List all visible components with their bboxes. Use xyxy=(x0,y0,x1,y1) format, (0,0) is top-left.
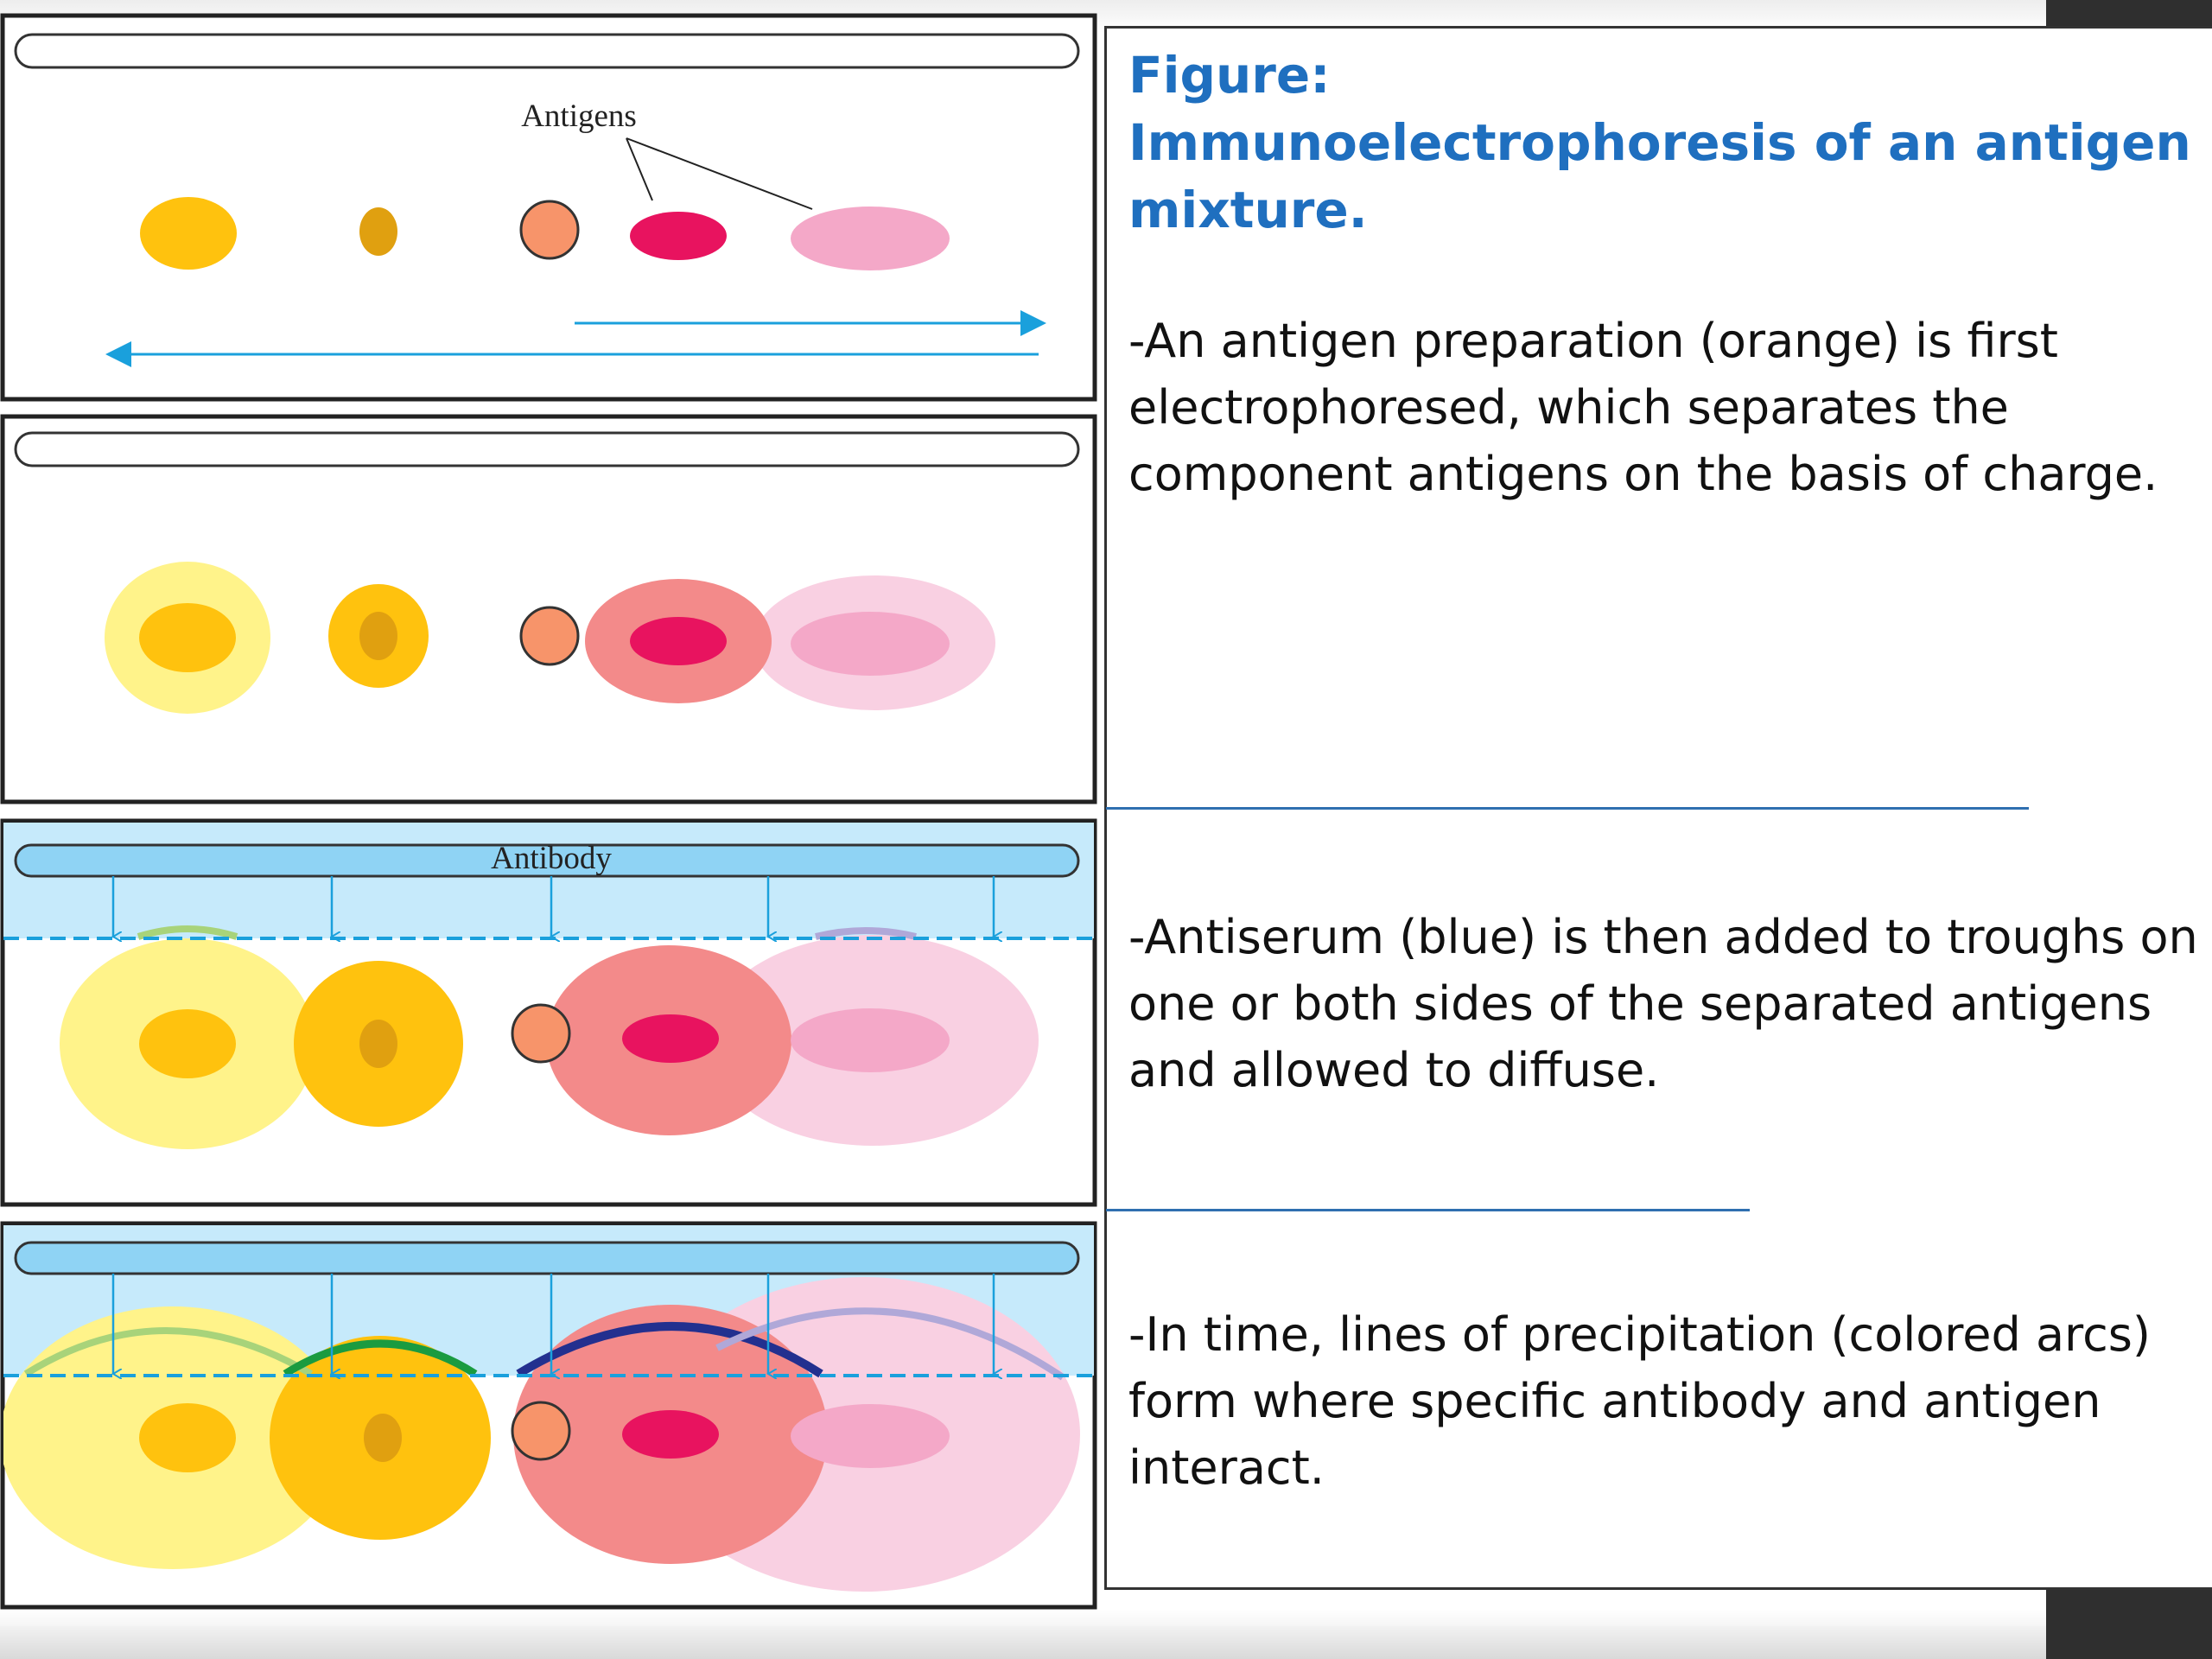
antibody-trough-4 xyxy=(14,1241,1080,1275)
step-2-description: -Antiserum (blue) is then added to troug… xyxy=(1128,910,2198,1097)
panel-separated-antigens xyxy=(0,414,1097,804)
empty-trough xyxy=(14,431,1080,467)
early-arc-lavender xyxy=(815,927,917,940)
slide-corner-bottom xyxy=(2046,1590,2212,1659)
antibody-diffusion-zone xyxy=(3,823,1094,938)
early-arc-green xyxy=(137,925,238,940)
antigen-spot-pink-4 xyxy=(791,1404,950,1468)
antigen-spot-yellow xyxy=(140,197,237,270)
precipitation-arc-lavender xyxy=(715,1307,1065,1381)
antigen-spot-pink-2 xyxy=(791,612,950,676)
precipitation-arc-light-green xyxy=(23,1327,314,1377)
antigen-spot-dark-yellow xyxy=(359,207,397,256)
antigen-spot-magenta-4 xyxy=(622,1410,719,1459)
sample-well-orange-3 xyxy=(511,1003,571,1064)
antigen-spot-magenta xyxy=(630,212,727,260)
separator-2 xyxy=(1106,1209,1750,1211)
antigen-spot-yellow-3 xyxy=(139,1009,236,1078)
precipitation-arc-green xyxy=(283,1339,478,1377)
figure-label: Figure: xyxy=(1128,46,1331,105)
sample-well-orange-4 xyxy=(511,1401,571,1461)
antigen-spot-dark-yellow-4 xyxy=(364,1414,402,1462)
separator-1 xyxy=(1106,807,2029,810)
precipitation-arc-navy xyxy=(516,1322,823,1378)
antigen-spot-pink-3 xyxy=(791,1008,950,1072)
panel-precipitation-arcs xyxy=(0,1221,1097,1610)
antigen-spot-magenta-2 xyxy=(630,617,727,665)
figure-title: Figure: Immunoelectrophoresis of an anti… xyxy=(1128,41,2200,244)
antigens-pointer-1 xyxy=(626,137,653,201)
step-1-description: -An antigen preparation (orange) is firs… xyxy=(1128,314,2158,501)
antigen-well-trough xyxy=(14,33,1080,69)
slide-bottom-shade xyxy=(0,1626,2046,1659)
antigen-spot-dark-yellow-3 xyxy=(359,1020,397,1068)
antigen-spot-pink xyxy=(791,207,950,270)
panel-antiserum-added: Antibody xyxy=(0,818,1097,1207)
antigens-pointer-2 xyxy=(626,137,813,210)
antigen-spot-magenta-3 xyxy=(622,1014,719,1063)
antigen-spot-yellow-4 xyxy=(139,1403,236,1472)
antigen-spot-dark-yellow-2 xyxy=(359,612,397,660)
antigen-spot-yellow-2 xyxy=(139,603,236,672)
antibody-label: Antibody xyxy=(491,841,612,876)
sample-well-orange-2 xyxy=(519,606,580,666)
antibody-diffusion-arrows-4 xyxy=(113,1274,994,1374)
sample-well-orange xyxy=(519,200,580,260)
antibody-diffusion-arrows xyxy=(113,876,994,937)
antibody-trough xyxy=(14,843,1080,878)
step-3-description: -In time, lines of precipitation (colore… xyxy=(1128,1307,2151,1495)
figure-caption: Immunoelectrophoresis of an antigen mixt… xyxy=(1128,113,2191,239)
slide-corner-top xyxy=(2046,0,2212,29)
antigens-label: Antigens xyxy=(521,99,637,134)
panel-electrophoresis: Antigens xyxy=(0,13,1097,402)
